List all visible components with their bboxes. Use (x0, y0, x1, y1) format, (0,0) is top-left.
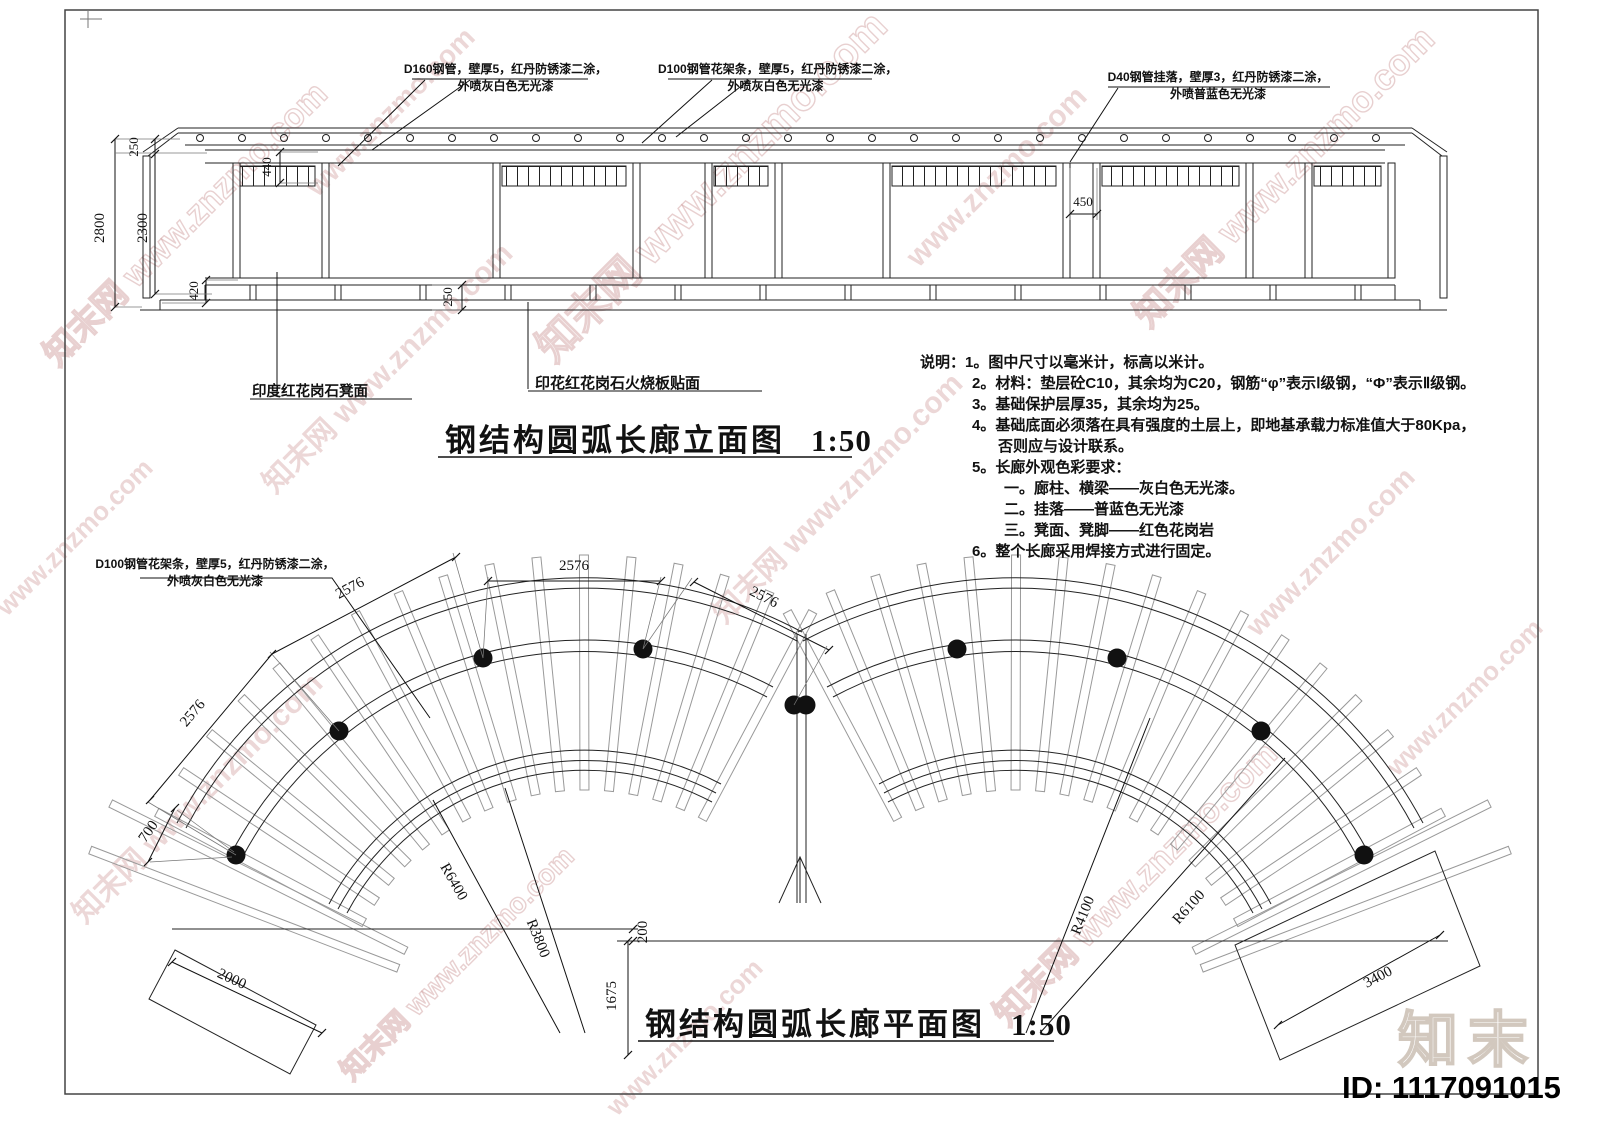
elevation-scale: 1:50 (811, 423, 872, 458)
dim-2800: 2800 (92, 213, 108, 243)
dim-2300: 2300 (135, 213, 151, 243)
dim-2576-a: 2576 (177, 696, 209, 730)
plan-scale: 1:50 (1011, 1007, 1072, 1042)
dim-450: 450 (1073, 194, 1093, 209)
dim-2576-d: 2576 (747, 583, 781, 611)
elevation-title: 钢结构圆弧长廊立面图 1:50 (445, 415, 872, 460)
note-line: 三。凳面、凳脚——红色花岗岩 (1004, 522, 1215, 539)
dim-250-bench: 250 (440, 287, 455, 307)
callout-line: D40钢管挂落，壁厚3，红丹防锈漆二涂， (1107, 70, 1329, 84)
note-line: 5。长廊外观色彩要求： (972, 459, 1131, 476)
plan-title-text: 钢结构圆弧长廊平面图 (645, 1007, 985, 1042)
elevation-linework (140, 127, 1448, 311)
elevation-dim-lines (110, 134, 1102, 315)
callout-paving-granite: 印花红花岗石火烧板贴面 (535, 375, 701, 392)
note-line: 一。廊柱、横梁——灰白色无光漆。 (1004, 480, 1245, 497)
callout-plan-d100: D100钢管花架条，壁厚5，红丹防锈漆二涂， 外喷灰白色无光漆 (95, 556, 335, 590)
dim-2576-c: 2576 (559, 558, 590, 574)
elevation-leaders (250, 78, 1330, 1042)
dim-r3800: R3800 (523, 917, 553, 960)
note-line: 2。材料：垫层砼C10，其余均为C20，钢筋“φ”表示Ⅰ级钢，“Φ”表示Ⅱ级钢。 (972, 375, 1476, 392)
callout-d100-pipe: D100钢管花架条，壁厚5，红丹防锈漆二涂， 外喷灰白色无光漆 (658, 61, 898, 95)
note-line: 3。基础保护层厚35，其余均为25。 (972, 396, 1209, 413)
dim-2000: 2000 (215, 966, 249, 993)
callout-d160-pipe: D160钢管，壁厚5，红丹防锈漆二涂， 外喷灰白色无光漆 (398, 61, 613, 95)
drawing-id: ID: 1117091015 (1342, 1070, 1561, 1105)
callout-line: D160钢管，壁厚5，红丹防锈漆二涂， (403, 62, 608, 76)
elevation-columns (232, 162, 1396, 279)
pipe-circles (196, 134, 1380, 142)
dim-440: 440 (259, 157, 274, 177)
dim-r6400: R6400 (437, 861, 471, 904)
note-line: 6。整个长廊采用焊接方式进行固定。 (972, 543, 1221, 560)
dim-r6100: R6100 (1170, 887, 1209, 927)
plan-title: 钢结构圆弧长廊平面图 1:50 (645, 999, 1072, 1044)
callout-line: 外喷灰白色无光漆 (727, 79, 824, 93)
callout-line: D100钢管花架条，壁厚5，红丹防锈漆二涂， (658, 62, 898, 76)
note-line: 说明：1。图中尺寸以毫米计，标高以米计。 (920, 354, 1214, 371)
plan-rafters (88, 554, 1512, 973)
dim-1675: 1675 (604, 981, 620, 1011)
callout-line: 外喷灰白色无光漆 (166, 574, 263, 588)
note-line: 二。挂落——普蓝色无光漆 (1004, 501, 1185, 518)
bench-feet (249, 284, 1362, 301)
dim-3400: 3400 (1361, 963, 1395, 991)
callout-line: D100钢管花架条，壁厚5，红丹防锈漆二涂， (95, 557, 335, 571)
callout-d40-pipe: D40钢管挂落，壁厚3，红丹防锈漆二涂， 外喷普蓝色无光漆 (1098, 69, 1338, 103)
elevation-title-text: 钢结构圆弧长廊立面图 (445, 423, 785, 458)
dim-2576-b: 2576 (333, 574, 367, 602)
dim-200: 200 (635, 921, 651, 944)
znzmo-logo: 知末 (1397, 1006, 1538, 1075)
dim-250-top: 250 (126, 137, 141, 157)
lattice-panels (239, 165, 1382, 187)
plan-dim-lines (140, 552, 1445, 1060)
plan-arcs (148, 577, 1481, 1075)
callout-line: 外喷普蓝色无光漆 (1169, 87, 1266, 101)
note-line: 4。基础底面必须落在具有强度的土层上，即地基承载力标准值大于80Kpa， (972, 417, 1476, 434)
callout-line: 外喷灰白色无光漆 (457, 79, 554, 93)
dim-420: 420 (186, 281, 201, 301)
dim-r4100: R4100 (1068, 894, 1098, 937)
note-line: 否则应与设计联系。 (998, 438, 1134, 455)
sheet-border (64, 9, 1539, 1095)
notes-block: 说明：1。图中尺寸以毫米计，标高以米计。 2。材料：垫层砼C10，其余均为C20… (920, 352, 1475, 562)
callout-bench-granite: 印度红花岗石凳面 (252, 384, 368, 400)
